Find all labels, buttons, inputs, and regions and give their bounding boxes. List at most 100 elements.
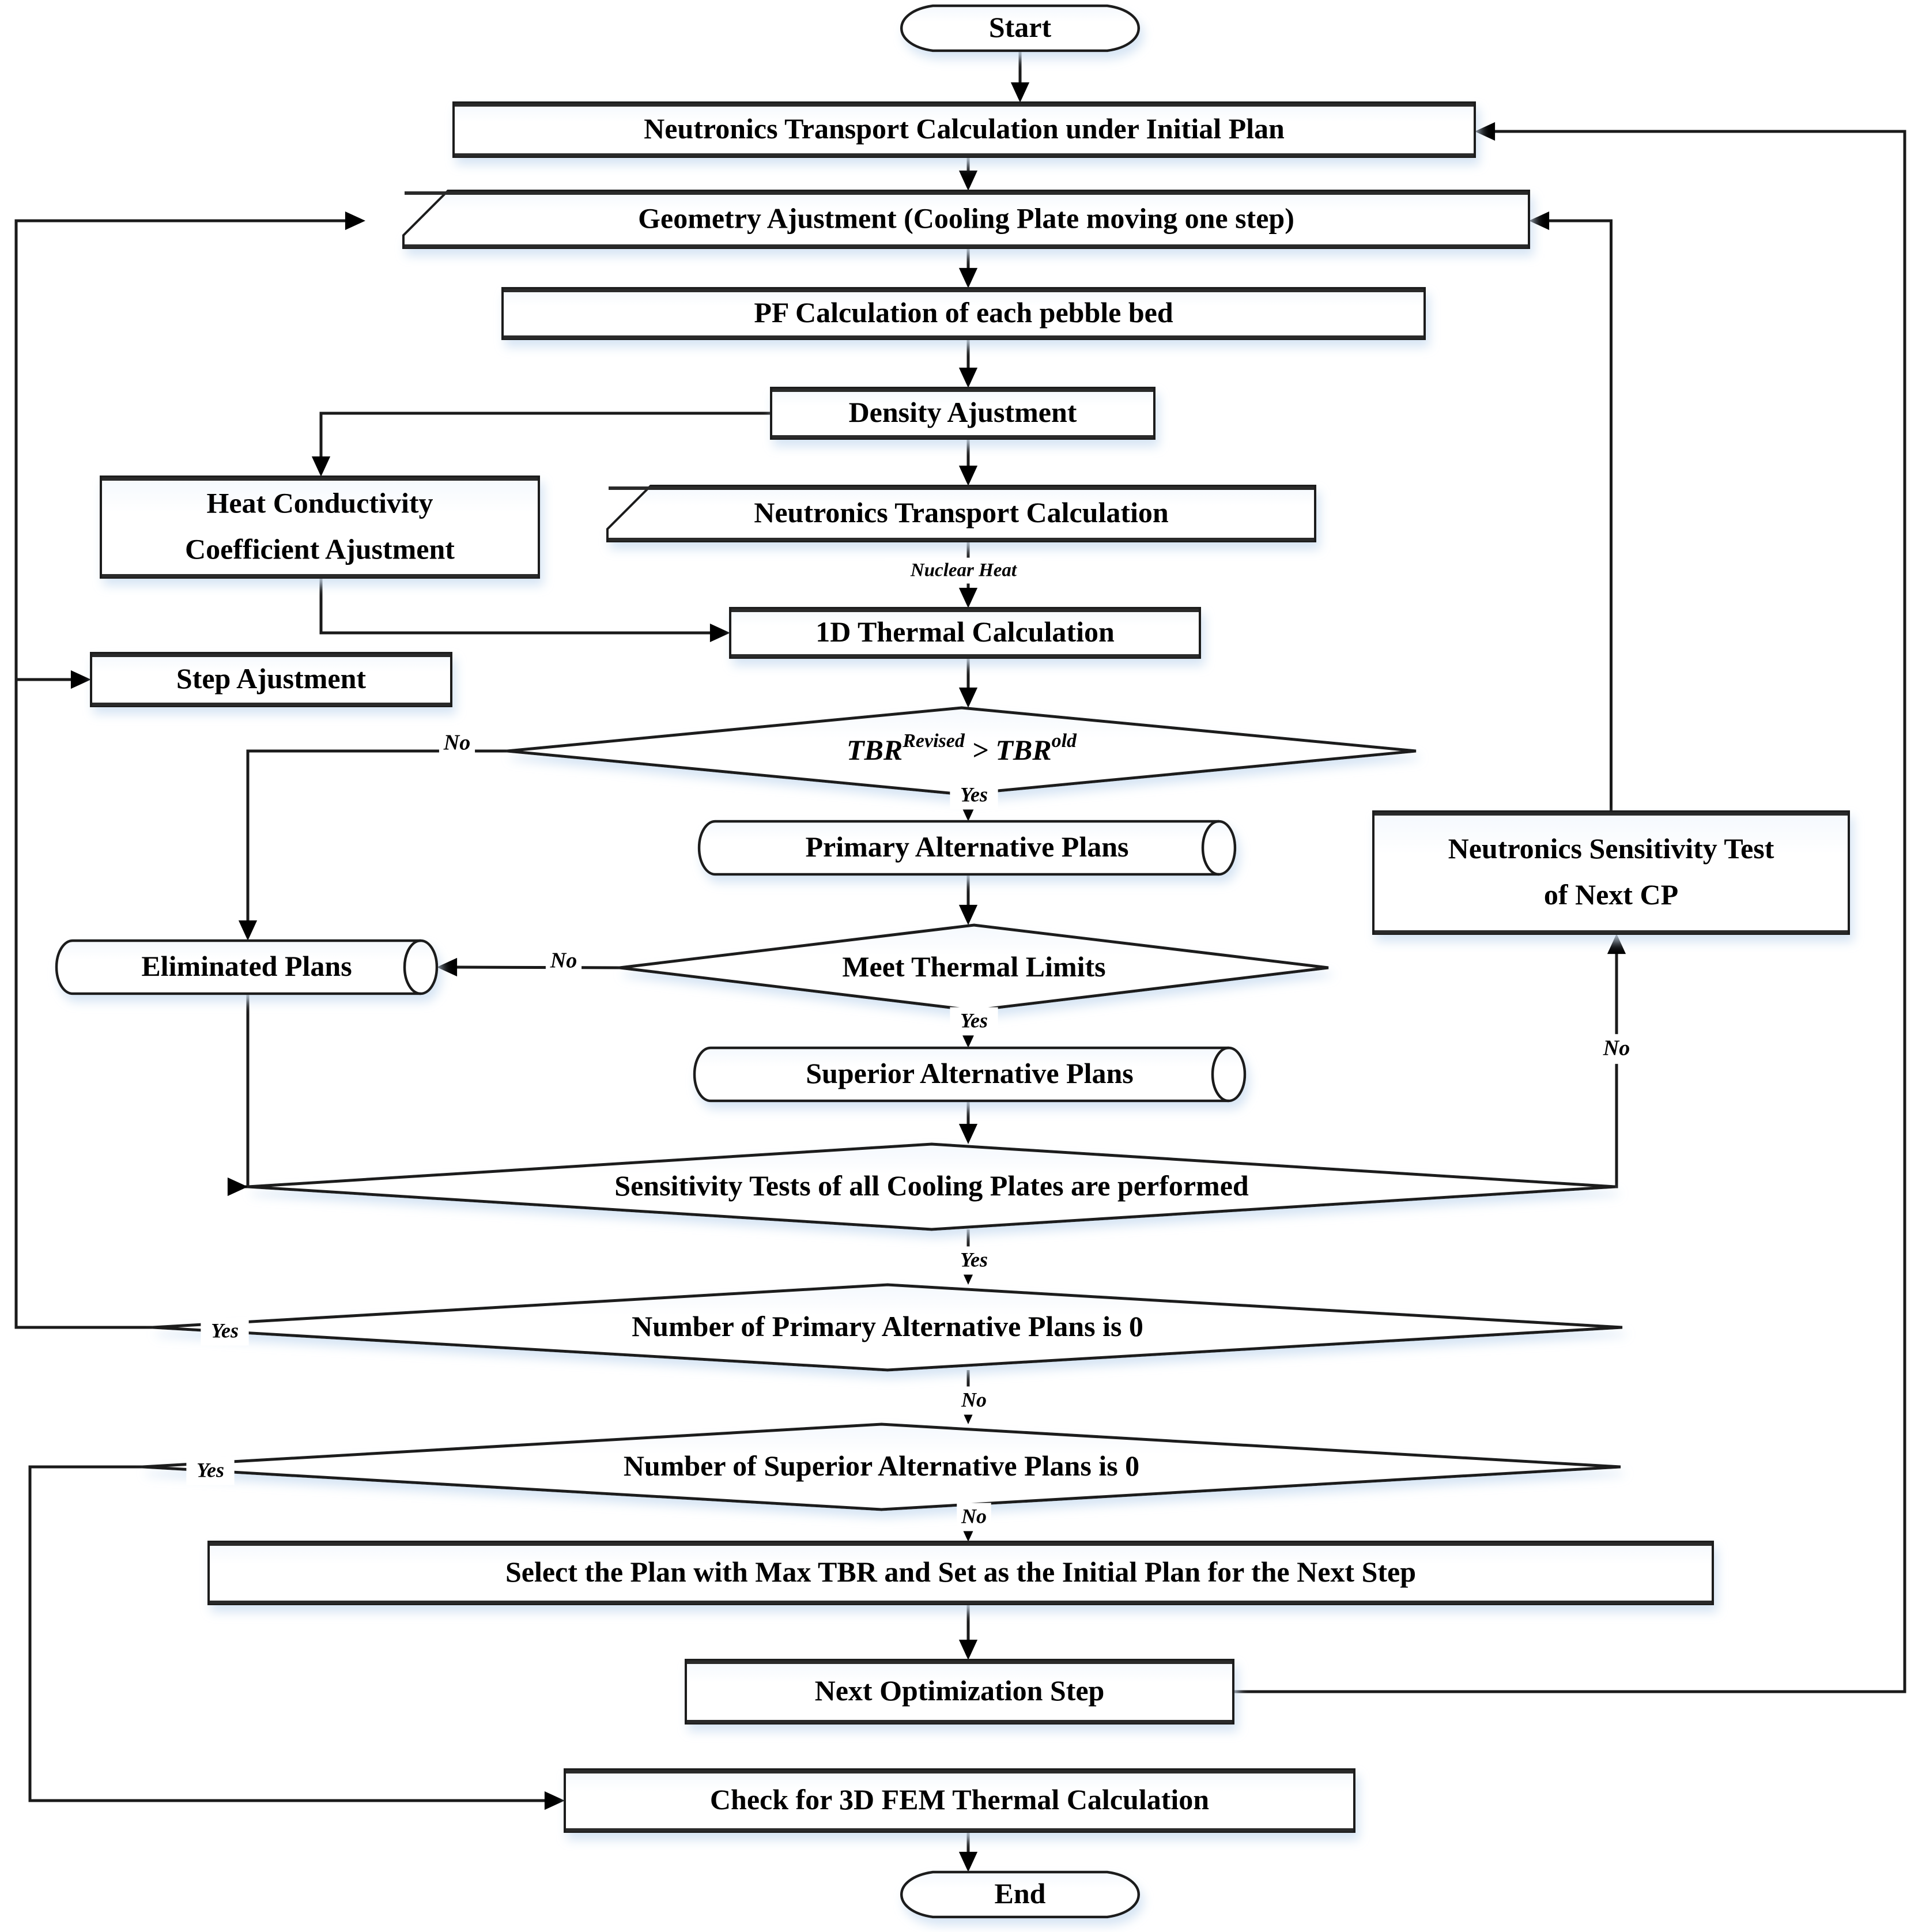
node-label-ntc2: Neutronics Transport Calculation [754, 496, 1169, 529]
edge-line [454, 965, 620, 969]
edge-label-tbr_yes: Yes [950, 781, 998, 810]
edge-label-text: No [443, 731, 470, 755]
label-backdrop [950, 1246, 998, 1275]
edge-line [1615, 950, 1618, 1188]
label-backdrop [186, 1456, 235, 1485]
arrow-head [311, 456, 331, 477]
node-next_step[interactable]: Next Optimization Step [685, 1659, 1234, 1725]
cylinder-end-cap [1201, 820, 1219, 876]
edge-label-text: Yes [211, 1319, 239, 1342]
label-backdrop [545, 946, 582, 976]
node-shape-terminator [900, 4, 1140, 52]
arrow-head [227, 1177, 248, 1197]
arrow-head [958, 1639, 978, 1660]
node-select_plan[interactable]: Select the Plan with Max TBR and Set as … [207, 1541, 1714, 1605]
arrow-head [958, 1851, 978, 1872]
node-tbr_cmp[interactable]: TBRRevised > TBRold [507, 706, 1417, 796]
arrow-head [958, 904, 978, 925]
node-shape-decision [142, 1422, 1621, 1511]
node-shape-process [564, 1768, 1355, 1833]
node-thermal_1d[interactable]: 1D Thermal Calculation [729, 607, 1201, 659]
edge-label-text: No [1603, 1036, 1630, 1061]
arrow-head [1607, 934, 1626, 954]
arrow-head [958, 1123, 978, 1144]
arrow-head [1529, 211, 1550, 231]
edge-label-text: Yes [960, 1248, 988, 1271]
edge-label-thermal_yes: Yes [950, 1007, 998, 1036]
node-label-num_superior: Number of Superior Alternative Plans is … [624, 1450, 1139, 1482]
node-label-eliminated: Eliminated Plans [141, 950, 352, 982]
node-start[interactable]: Start [900, 4, 1140, 52]
node-label-start: Start [989, 11, 1052, 43]
node-num_primary[interactable]: Number of Primary Alternative Plans is 0 [152, 1283, 1623, 1372]
edge-label-text: No [550, 949, 577, 973]
node-shape-process [90, 652, 452, 707]
arrow-head [958, 465, 978, 486]
node-label-num_primary: Number of Primary Alternative Plans is 0 [632, 1310, 1143, 1342]
label-backdrop [1598, 1034, 1635, 1064]
node-num_superior[interactable]: Number of Superior Alternative Plans is … [142, 1422, 1621, 1511]
arrow-head [958, 267, 978, 288]
node-shape-process [1372, 810, 1850, 935]
node-shape-terminator [900, 1870, 1140, 1919]
arrow-head [437, 957, 458, 977]
node-shape-decision [152, 1283, 1623, 1372]
node-label-thermal_1d: 1D Thermal Calculation [815, 616, 1115, 648]
label-backdrop [957, 1386, 991, 1415]
node-superior[interactable]: Superior Alternative Plans [693, 1046, 1247, 1103]
edge-label-tbr_no: No [439, 729, 475, 759]
arrow-head [544, 1791, 565, 1810]
arrow-head [958, 687, 978, 708]
node-shape-process [501, 287, 1426, 340]
arrow-head [70, 670, 91, 689]
edge-line [246, 749, 507, 926]
node-shape-process [685, 1659, 1234, 1725]
edge-label-text: Yes [960, 1009, 988, 1032]
node-label-ntc_initial: Neutronics Transport Calculation under I… [644, 112, 1285, 145]
node-label-primary: Primary Alternative Plans [806, 831, 1129, 863]
node-label-select_plan: Select the Plan with Max TBR and Set as … [505, 1556, 1416, 1588]
node-label-next_step: Next Optimization Step [815, 1674, 1105, 1707]
cylinder-end-cap [1211, 1046, 1229, 1103]
node-geom_adj[interactable]: Geometry Ajustment (Cooling Plate moving… [402, 190, 1530, 249]
node-label-end: End [995, 1877, 1046, 1910]
node-check_3dfem[interactable]: Check for 3D FEM Thermal Calculation [564, 1768, 1355, 1833]
node-eliminated[interactable]: Eliminated Plans [55, 939, 439, 995]
cylinder-end-cap [403, 939, 421, 995]
arrow-head [1010, 82, 1030, 103]
edge-line [1233, 130, 1906, 1693]
node-ntc2[interactable]: Neutronics Transport Calculation [606, 485, 1316, 542]
edge-label-text: No [961, 1504, 987, 1527]
label-backdrop [439, 729, 475, 759]
node-sens_all[interactable]: Sensitivity Tests of all Cooling Plates … [247, 1142, 1616, 1231]
edge-label-text: Yes [960, 783, 988, 806]
node-label-geom_adj: Geometry Ajustment (Cooling Plate moving… [638, 202, 1294, 235]
node-label-density_adj: Density Ajustment [849, 396, 1077, 428]
node-label-superior: Superior Alternative Plans [806, 1057, 1134, 1089]
arrow-head [1475, 122, 1496, 141]
edge-line [28, 1465, 547, 1802]
label-backdrop [950, 781, 998, 810]
edge-label-sens_no: No [1598, 1034, 1635, 1064]
node-primary[interactable]: Primary Alternative Plans [697, 820, 1237, 876]
node-end[interactable]: End [900, 1870, 1140, 1919]
node-density_adj[interactable]: Density Ajustment [770, 387, 1156, 440]
label-backdrop [957, 1503, 991, 1531]
arrow-head [709, 623, 730, 643]
node-shape-process [729, 607, 1201, 659]
node-label-tbr_cmp: TBRRevised > TBRold [847, 730, 1077, 766]
node-pf_calc[interactable]: PF Calculation of each pebble bed [501, 287, 1426, 340]
label-backdrop [885, 557, 1043, 584]
node-step_adj[interactable]: Step Ajustment [90, 652, 452, 707]
node-shape-decision [247, 1142, 1616, 1231]
node-ntc_initial[interactable]: Neutronics Transport Calculation under I… [452, 101, 1476, 158]
node-thermal_lim[interactable]: Meet Thermal Limits [619, 923, 1329, 1012]
